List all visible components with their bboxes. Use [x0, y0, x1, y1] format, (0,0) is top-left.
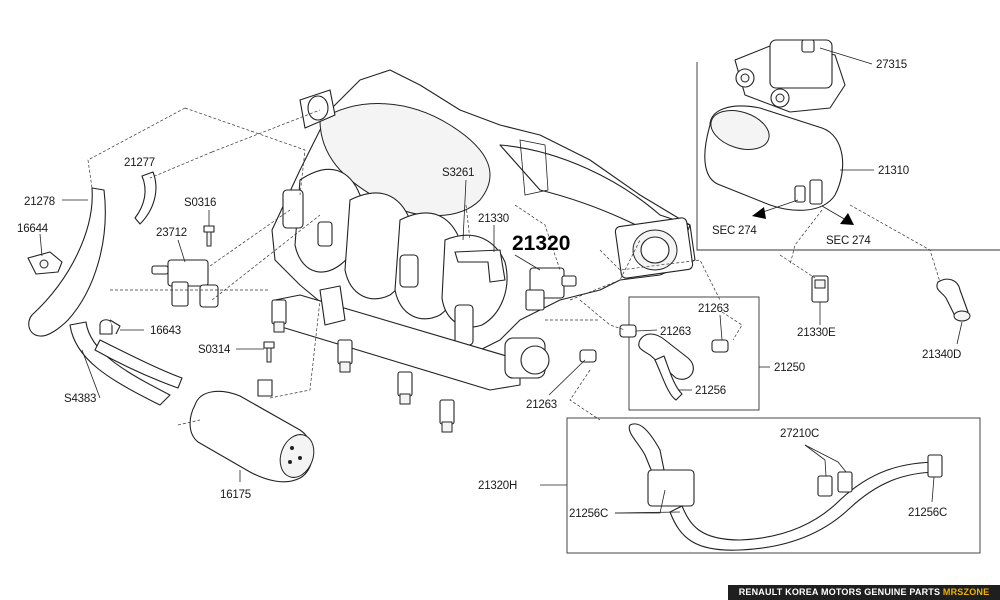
hose-kit-box-21250: [628, 296, 760, 411]
label-16175: 16175: [220, 489, 251, 501]
label-21330e: 21330E: [797, 327, 836, 339]
label-21250: 21250: [774, 362, 805, 374]
label-s0316: S0316: [184, 197, 216, 209]
label-27210c: 27210C: [780, 428, 819, 440]
label-sec-274-right: SEC 274: [826, 235, 871, 247]
label-21340d: 21340D: [922, 349, 961, 361]
clip-16643: [99, 319, 121, 335]
footer-banner: RENAULT KOREA MOTORS GENUINE PARTS MRSZO…: [728, 585, 1000, 600]
canister-assembly: [704, 39, 854, 225]
hose-assembly-21320h: [628, 423, 943, 551]
label-s4383: S4383: [64, 393, 96, 405]
clamp-21263-b: [711, 339, 729, 353]
label-21263-upper: 21263: [698, 303, 729, 315]
clamp-21263-a: [619, 324, 637, 338]
injector-2: [337, 339, 353, 373]
label-23712: 23712: [156, 227, 187, 239]
hose-21277: [134, 171, 157, 225]
injector-3: [397, 371, 413, 405]
label-21256c-right: 21256C: [908, 507, 947, 519]
label-21320h: 21320H: [478, 480, 517, 492]
fuel-filter: [647, 469, 695, 507]
label-27315: 27315: [876, 59, 907, 71]
connector-21330e: [811, 275, 829, 303]
label-21256c-left: 21256C: [569, 508, 608, 520]
dashed-leader-lines: [87, 107, 941, 426]
label-21277: 21277: [124, 157, 155, 169]
label-s3261: S3261: [442, 167, 474, 179]
clamp-21263-c: [579, 349, 597, 363]
purge-valve-23712: [151, 259, 219, 308]
resonator-16175: [189, 379, 315, 483]
footer-text: RENAULT KOREA MOTORS GENUINE PARTS: [738, 587, 941, 597]
elbow-21340d: [936, 278, 971, 322]
label-16643: 16643: [150, 325, 181, 337]
bolt-s0316: [203, 225, 215, 247]
label-main-part-21320: 21320: [512, 232, 570, 255]
hose-21278: [28, 187, 106, 337]
intake-manifold: [271, 69, 696, 369]
footer-brand: MRSZONE: [942, 587, 990, 597]
fuel-rail: [271, 285, 550, 433]
label-21330: 21330: [478, 213, 509, 225]
injector-4: [439, 399, 455, 433]
canister-area-frame: [696, 62, 1000, 251]
label-s0314: S0314: [198, 344, 231, 356]
leader-lines: [39, 47, 963, 514]
solenoid-21320: [525, 267, 577, 311]
label-21310: 21310: [878, 165, 909, 177]
hose-kit-box-21320h: [566, 417, 981, 554]
label-16644: 16644: [17, 223, 49, 235]
hose-21256: [638, 333, 694, 401]
bolt-s0314: [263, 341, 275, 363]
label-21263-mid: 21263: [660, 326, 691, 338]
injector-1: [271, 299, 287, 333]
bracket-21330: [454, 249, 506, 283]
label-21263-lower: 21263: [526, 399, 557, 411]
label-sec-274-left: SEC 274: [712, 225, 757, 237]
label-21256: 21256: [695, 385, 726, 397]
clip-16644: [27, 251, 63, 275]
label-21278: 21278: [24, 196, 55, 208]
